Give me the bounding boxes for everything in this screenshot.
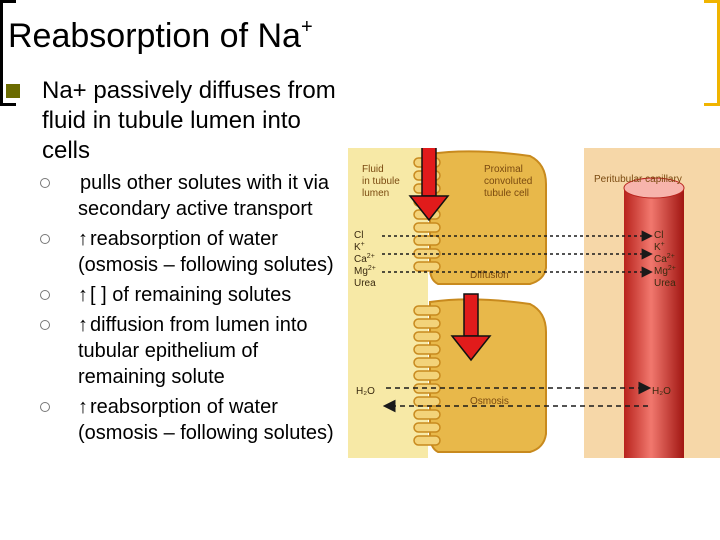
figure-labels: Fluid in tubule lumen Proximal convolute… — [362, 164, 682, 407]
title-superscript: + — [300, 16, 313, 38]
circle-bullet-icon — [40, 402, 50, 412]
sub-bullet-list: pulls other solutes with it via secondar… — [40, 170, 350, 450]
right-ion: Cl — [654, 230, 663, 241]
reabsorption-figure: Fluid in tubule lumen Proximal convolute… — [348, 148, 720, 458]
left-ion: Urea — [354, 278, 376, 289]
cell-label-line2: convoluted — [484, 176, 532, 187]
sub-bullet-item: ↑reabsorption of water (osmosis – follow… — [40, 394, 350, 446]
main-bullet-text: Na+ passively diffuses from fluid in tub… — [42, 77, 336, 164]
lumen-label-line3: lumen — [362, 188, 389, 199]
osmosis-label: Osmosis — [470, 396, 509, 407]
diffusion-label: Diffusion — [470, 270, 509, 281]
sub-bullet-text: [ ] of remaining solutes — [90, 284, 292, 306]
sub-bullet-text: reabsorption of water (osmosis – followi… — [78, 396, 334, 444]
cell-label-line1: Proximal — [484, 164, 523, 175]
title-bracket-right — [704, 0, 720, 106]
lumen-label-line1: Fluid — [362, 164, 384, 175]
capillary-label: Peritubular capillary — [594, 174, 682, 185]
water-label-right: H₂O — [652, 386, 671, 397]
sub-bullet-item: ↑diffusion from lumen into tubular epith… — [40, 312, 350, 390]
right-ion: Urea — [654, 278, 676, 289]
circle-bullet-icon — [40, 178, 50, 188]
left-ion: Mg2+ — [354, 265, 376, 277]
up-arrow-icon: ↑ — [78, 396, 88, 418]
sub-bullet-text: pulls other solutes with it via secondar… — [78, 172, 330, 220]
right-ion: Mg2+ — [654, 265, 676, 277]
right-ion-column: Cl K+ Ca2+ Mg2+ Urea — [654, 230, 676, 289]
left-ion: K+ — [354, 241, 365, 253]
up-arrow-icon: ↑ — [78, 284, 88, 306]
sub-bullet-item: ↑[ ] of remaining solutes — [40, 282, 350, 308]
title-bracket-left — [0, 0, 16, 106]
left-ion: Cl — [354, 230, 363, 241]
circle-bullet-icon — [40, 290, 50, 300]
red-arrow-lower — [450, 293, 492, 362]
sub-bullet-item: ↑reabsorption of water (osmosis – follow… — [40, 226, 350, 278]
sub-bullet-item: pulls other solutes with it via secondar… — [40, 170, 350, 222]
tubule-cell-upper — [429, 150, 547, 285]
diffusion-arrows — [382, 230, 653, 278]
cell-label-line3: tubule cell — [484, 188, 529, 199]
sub-bullet-text: reabsorption of water (osmosis – followi… — [78, 228, 334, 276]
right-ion: K+ — [654, 241, 665, 253]
up-arrow-icon: ↑ — [78, 314, 88, 336]
right-ion: Ca2+ — [654, 253, 675, 265]
water-label-left: H₂O — [356, 386, 375, 397]
slide-title: Reabsorption of Na+ — [8, 16, 313, 56]
red-arrow-upper — [408, 148, 450, 222]
circle-bullet-icon — [40, 320, 50, 330]
left-ion-column: Cl K+ Ca2+ Mg2+ Urea — [354, 230, 376, 289]
tubule-cell-lower — [429, 298, 547, 453]
circle-bullet-icon — [40, 234, 50, 244]
main-bullet-marker — [6, 84, 20, 98]
water-labels: H₂O H₂O — [356, 386, 671, 397]
osmosis-arrows — [382, 381, 652, 413]
up-arrow-icon: ↑ — [78, 228, 88, 250]
peritubular-capillary — [623, 177, 685, 458]
title-text: Reabsorption of Na — [8, 17, 301, 55]
left-ion: Ca2+ — [354, 253, 375, 265]
lumen-label-line2: in tubule — [362, 176, 400, 187]
sub-bullet-text: diffusion from lumen into tubular epithe… — [78, 314, 308, 388]
